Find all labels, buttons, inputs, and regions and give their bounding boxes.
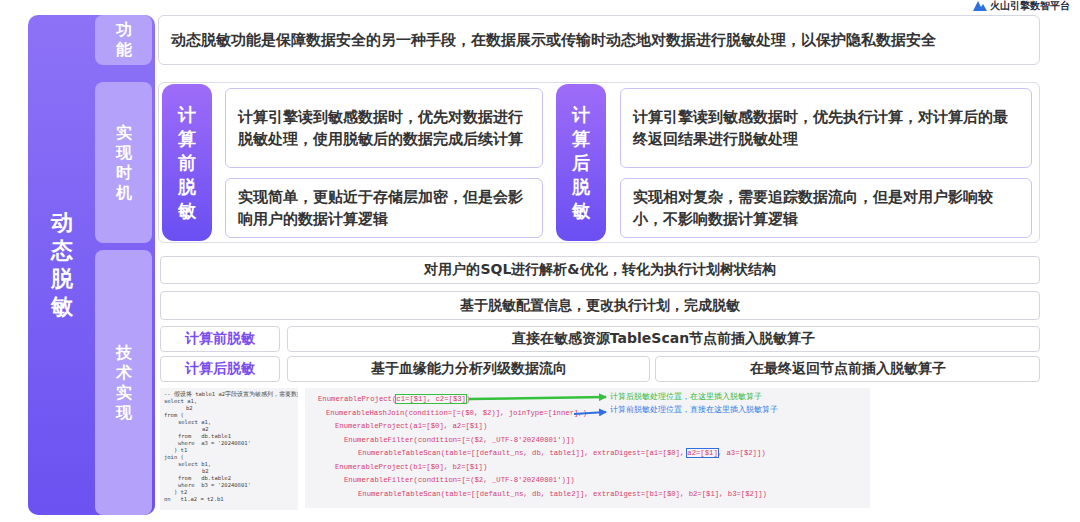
leader-arrow — [469, 397, 606, 399]
node-text: 功能 — [115, 20, 133, 60]
code-text: on t1.a2 = t2.b1 — [164, 496, 224, 502]
code-text: EnumerableHashJoin(condition=[=($0, $2)]… — [326, 409, 587, 417]
code-line: ) t1 — [164, 447, 298, 454]
node-text: 实现相对复杂，需要追踪数据流向，但是对用户影响较小，不影响数据计算逻辑 — [633, 186, 1019, 230]
code-text: EnumerableTableScan(table=[[default_ns, … — [358, 449, 684, 457]
code-line: EnumerableProject(a1=[$0], a2=[$1]) — [318, 420, 870, 434]
code-line: from db.table2 — [164, 475, 298, 482]
code-text: EnumerableProject(b1=[$0], b2=[$1]) — [335, 463, 487, 471]
leader-arrow — [574, 412, 606, 414]
code-text: ) t2 — [174, 489, 187, 495]
highlighted-code: c1=[$1], c2=[$3] — [396, 395, 466, 403]
code-text: select b1, — [178, 461, 211, 467]
description-box: 计算引擎读到敏感数据时，优先执行计算，对计算后的最终返回结果进行脱敏处理 — [620, 88, 1032, 168]
section-tab: 实现时机 — [95, 82, 152, 243]
category-band: 动态脱敏 功能实现时机技术实现 — [28, 15, 155, 515]
node-text: 计算后脱敏 — [571, 103, 591, 223]
code-text: join ( — [164, 454, 184, 460]
method-label: 计算后脱敏 — [160, 356, 280, 382]
node-text: 实现时机 — [115, 123, 133, 203]
code-text: EnumerableProject(a1=[$0], a2=[$1]) — [335, 422, 487, 430]
node-text: 直接在敏感资源TableScan节点前插入脱敏算子 — [512, 330, 815, 348]
code-line: ) t2 — [164, 489, 298, 496]
description-box: 计算引擎读到敏感数据时，优先对数据进行脱敏处理，使用脱敏后的数据完成后续计算 — [225, 88, 543, 168]
step-bar: 直接在敏感资源TableScan节点前插入脱敏算子 — [287, 326, 1040, 352]
node-text: 实现简单，更贴近于存储层加密，但是会影响用户的数据计算逻辑 — [238, 186, 530, 230]
code-text: EnumerableProject( — [318, 395, 396, 403]
step-bar: 基于血缘能力分析列级数据流向 — [287, 356, 650, 382]
code-line: EnumerableFilter(condition=[=($2, _UTF-8… — [318, 434, 870, 448]
code-line: where a3 = '20240801' — [164, 440, 298, 447]
node-text: 对用户的SQL进行解析&优化，转化为执行计划树状结构 — [424, 261, 775, 279]
node-text: 计算引擎读到敏感数据时，优先对数据进行脱敏处理，使用脱敏后的数据完成后续计算 — [238, 106, 530, 150]
callout-note: 计算后脱敏处理位置，在这里插入脱敏算子 — [610, 392, 762, 402]
code-line: from db.table1 — [164, 433, 298, 440]
code-text: from ( — [164, 412, 184, 418]
code-text: EnumerableTableScan(table=[[default_ns, … — [358, 490, 767, 498]
code-line: where b3 = '20240801' — [164, 482, 298, 489]
code-text: from db.table1 — [178, 433, 231, 439]
code-line: EnumerableProject(c1=[$1], c2=[$3]) — [318, 393, 870, 407]
code-text: select a1, — [178, 419, 211, 425]
node-text: 动态脱敏功能是保障数据安全的另一种手段，在数据展示或传输时动态地对数据进行脱敏处… — [171, 30, 936, 50]
callout-note: 计算前脱敏处理位置，直接在这里插入脱敏算子 — [610, 405, 778, 415]
code-text: a2 — [202, 426, 209, 432]
code-line: EnumerableProject(b1=[$0], b2=[$1]) — [318, 461, 870, 475]
method-label: 计算前脱敏 — [160, 326, 280, 352]
node-text: 在最终返回节点前插入脱敏算子 — [750, 360, 946, 378]
code-line: EnumerableTableScan(table=[[default_ns, … — [318, 447, 870, 461]
code-text: where b3 = '20240801' — [178, 482, 251, 488]
code-text: -- 假设将 table1 a2字段设置为敏感列，需要数据脱敏 — [164, 391, 298, 397]
code-line: b2 — [164, 468, 298, 475]
code-text: EnumerableFilter(condition=[=($2, _UTF-8… — [344, 476, 575, 484]
step-bar: 基于脱敏配置信息，更改执行计划，完成脱敏 — [160, 291, 1040, 320]
code-line: from ( — [164, 412, 298, 419]
highlighted-code: a2=[$1] — [687, 449, 717, 457]
logo-icon — [972, 0, 988, 12]
code-line: on t1.a2 = t2.b1 — [164, 496, 298, 503]
description-box: 实现简单，更贴近于存储层加密，但是会影响用户的数据计算逻辑 — [225, 178, 543, 238]
node-text: 计算引擎读到敏感数据时，优先执行计算，对计算后的最终返回结果进行脱敏处理 — [633, 106, 1019, 150]
code-line: select a1, — [164, 398, 298, 405]
node-text: 基于血缘能力分析列级数据流向 — [371, 360, 567, 378]
node-text: 计算后脱敏 — [185, 360, 255, 378]
code-line: b2 — [164, 405, 298, 412]
code-text: , a3=[$2]]) — [718, 449, 766, 457]
brand-logo-text: 火山引擎数智平台 — [990, 0, 1070, 12]
code-line: a2 — [164, 426, 298, 433]
code-text: EnumerableFilter(condition=[=($2, _UTF-8… — [344, 436, 575, 444]
section-tab: 技术实现 — [95, 250, 152, 515]
code-line: EnumerableHashJoin(condition=[=($0, $2)]… — [318, 407, 870, 421]
step-bar: 对用户的SQL进行解析&优化，转化为执行计划树状结构 — [160, 256, 1040, 284]
code-text: b2 — [186, 405, 193, 411]
code-text: select a1, — [164, 398, 197, 404]
node-text: 计算前脱敏 — [177, 103, 197, 223]
code-text: ) — [466, 395, 470, 403]
method-tab: 计算前脱敏 — [162, 84, 212, 241]
code-line: EnumerableFilter(condition=[=($2, _UTF-8… — [318, 474, 870, 488]
code-line: select b1, — [164, 461, 298, 468]
code-text: where a3 = '20240801' — [178, 440, 251, 446]
description-box: 动态脱敏功能是保障数据安全的另一种手段，在数据展示或传输时动态地对数据进行脱敏处… — [158, 15, 1040, 65]
step-bar: 在最终返回节点前插入脱敏算子 — [655, 356, 1040, 382]
code-line: join ( — [164, 454, 298, 461]
node-text: 计算前脱敏 — [185, 330, 255, 348]
node-text: 技术实现 — [115, 343, 133, 423]
code-text: ) t1 — [174, 447, 187, 453]
code-line: EnumerableTableScan(table=[[default_ns, … — [318, 488, 870, 502]
node-text: 动态脱敏 — [50, 209, 74, 321]
description-box: 实现相对复杂，需要追踪数据流向，但是对用户影响较小，不影响数据计算逻辑 — [620, 178, 1032, 238]
section-tab: 功能 — [95, 15, 152, 65]
code-text: b2 — [202, 468, 209, 474]
node-text: 基于脱敏配置信息，更改执行计划，完成脱敏 — [460, 297, 740, 315]
code-line: select a1, — [164, 419, 298, 426]
plan-code-panel: EnumerableProject(c1=[$1], c2=[$3])Enume… — [305, 388, 870, 508]
code-text: from db.table2 — [178, 475, 231, 481]
code-line: -- 假设将 table1 a2字段设置为敏感列，需要数据脱敏 — [164, 391, 298, 398]
sql-code-panel: -- 假设将 table1 a2字段设置为敏感列，需要数据脱敏select a1… — [160, 388, 298, 510]
method-tab: 计算后脱敏 — [556, 84, 606, 241]
